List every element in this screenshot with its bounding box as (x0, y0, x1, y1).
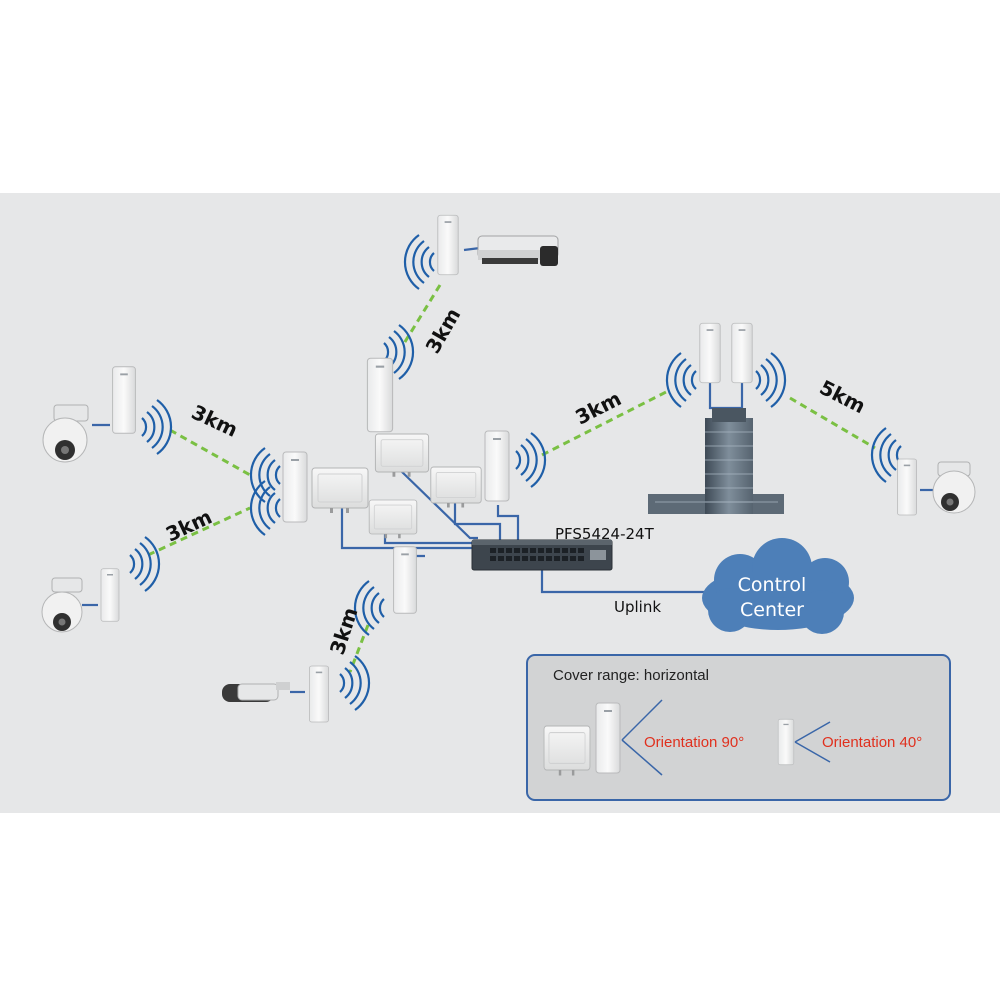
wireless-bridge-icon (595, 702, 621, 774)
uplink-label: Uplink (614, 598, 661, 616)
wireless-bridge-icon (112, 366, 136, 434)
signal-wave-icon (249, 446, 282, 504)
wireless-bridge-icon (366, 357, 394, 433)
wireless-bridge-icon (437, 214, 459, 276)
coverage-angle-90 (621, 699, 663, 776)
distance-label-left-upper: 3km (188, 400, 242, 442)
wireless-bridge-icon (699, 322, 721, 384)
distance-label-left-lower: 3km (162, 504, 216, 546)
wireless-link-left-lower (147, 506, 251, 557)
cable-ap-right (453, 498, 502, 540)
cable-top-camera (463, 246, 481, 252)
signal-wave-icon (665, 351, 698, 409)
wireless-bridge-icon (308, 665, 330, 723)
cable-ap-upper (399, 469, 478, 540)
outdoor-access-point-icon (430, 466, 482, 508)
cable-uplink (540, 570, 712, 594)
wireless-bridge-icon (777, 718, 795, 766)
wireless-bridge-icon (100, 568, 120, 622)
wireless-bridge-icon (897, 458, 917, 516)
coverage-angle-40 (794, 721, 831, 763)
building-icon (648, 408, 784, 514)
switch-label: PFS5424-24T (555, 525, 655, 543)
signal-wave-icon (403, 233, 436, 291)
outdoor-access-point-icon (311, 467, 369, 514)
legend-box: Cover range: horizontal Orientation 90° … (526, 654, 951, 801)
outdoor-access-point-icon (368, 499, 418, 539)
ptz-dome-camera-icon (932, 461, 976, 514)
signal-wave-icon (870, 426, 903, 484)
wireless-link-left-upper (169, 428, 251, 477)
orientation-40-label: Orientation 40° (822, 734, 922, 751)
cable-building-bridges (708, 382, 744, 410)
cloud-label-line2: Center (740, 599, 804, 621)
distance-label-right-camera: 5km (816, 375, 870, 418)
signal-wave-icon (514, 431, 547, 489)
box-camera-icon (477, 235, 559, 266)
cloud-label-line1: Control (738, 574, 807, 596)
outdoor-access-point-icon (374, 433, 430, 478)
signal-wave-icon (249, 479, 282, 537)
wireless-bridge-icon (393, 546, 417, 614)
outdoor-access-point-icon (543, 725, 591, 777)
wireless-bridge-icon (731, 322, 753, 384)
legend-title: Cover range: horizontal (553, 667, 709, 684)
distance-label-building: 3km (571, 386, 625, 429)
orientation-90-label: Orientation 90° (644, 734, 744, 751)
wireless-bridges (100, 214, 917, 723)
bullet-camera-icon (222, 682, 290, 702)
signal-wave-icon (754, 351, 787, 409)
ptz-dome-camera-icon (41, 577, 83, 633)
network-switch-icon (471, 539, 613, 571)
distance-label-top-camera: 3km (421, 304, 466, 358)
cable-ap-left (340, 500, 478, 550)
distance-label-bottom-camera: 3km (325, 604, 363, 657)
cloud-icon (702, 538, 854, 634)
wireless-bridge-icon (282, 451, 308, 523)
signal-wave-icon (140, 398, 173, 456)
cable-bridge-right (496, 505, 520, 540)
wireless-link-right-camera (789, 396, 876, 450)
signal-wave-icon (128, 535, 161, 593)
wireless-bridge-icon (484, 430, 510, 502)
ptz-dome-camera-icon (42, 404, 89, 463)
signal-wave-icon (353, 579, 386, 637)
